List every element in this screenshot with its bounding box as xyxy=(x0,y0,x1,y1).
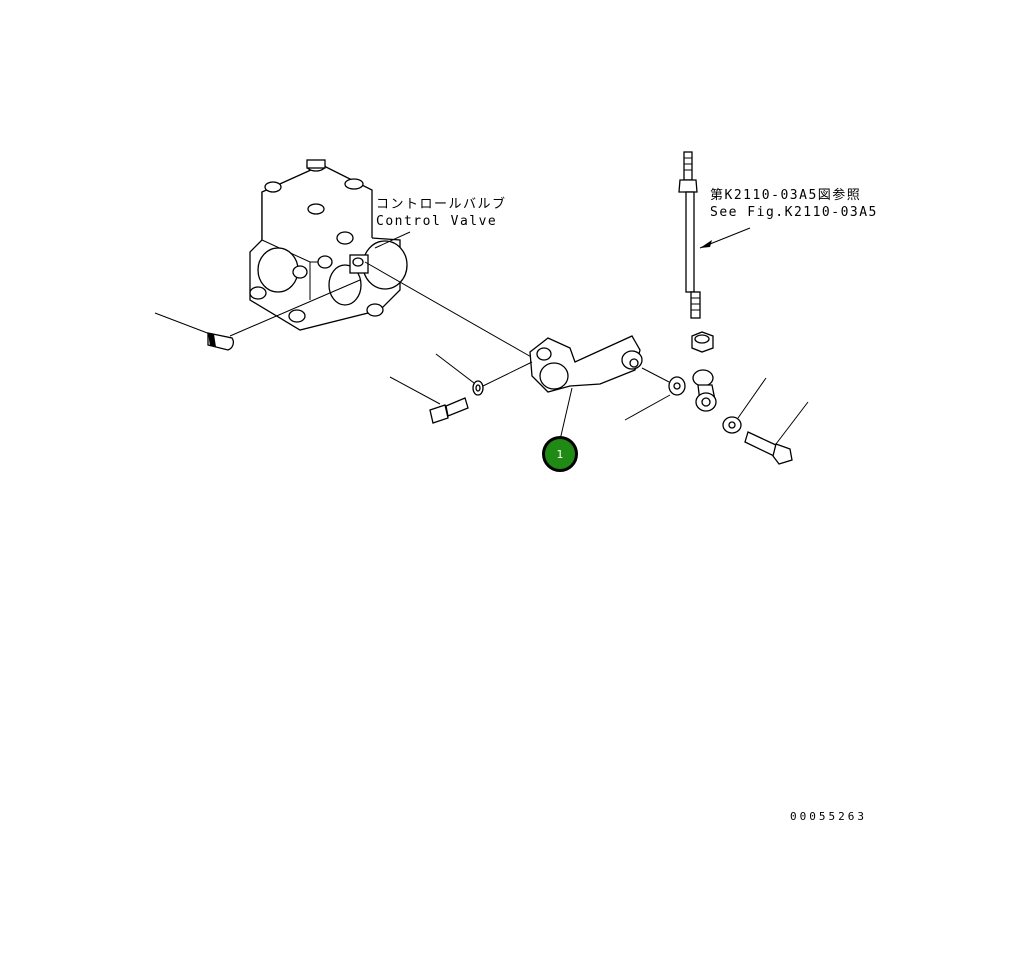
control-valve-label-jp: コントロールバルブ xyxy=(376,197,507,212)
washer-middle xyxy=(624,367,686,421)
threaded-rod xyxy=(678,151,751,319)
see-fig-label-jp: 第K2110-03A5図参照 xyxy=(710,188,862,203)
drawing-number: 00055263 xyxy=(790,810,867,823)
see-fig-label-en: See Fig.K2110-03A5 xyxy=(710,205,878,220)
washer-right xyxy=(722,377,767,434)
shaft-leader xyxy=(364,261,541,363)
lever-part xyxy=(529,335,643,441)
callout-part-1[interactable]: 1 xyxy=(542,436,578,472)
nut xyxy=(691,331,714,353)
bolt-right xyxy=(744,401,809,465)
control-valve-illustration xyxy=(249,159,408,331)
callout-number: 1 xyxy=(556,447,564,461)
key-part xyxy=(154,312,234,351)
rod-end xyxy=(692,369,717,412)
key-leader xyxy=(229,279,361,337)
control-valve-leader xyxy=(374,231,411,249)
washer-left xyxy=(435,353,533,396)
bolt-left xyxy=(389,376,469,424)
control-valve-label-en: Control Valve xyxy=(376,214,498,229)
